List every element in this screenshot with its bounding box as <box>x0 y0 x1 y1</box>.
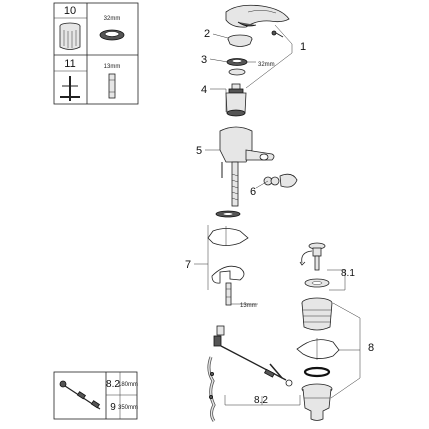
dimension-13mm: 13mm <box>240 303 257 309</box>
legend-part-8-2: 8.2 <box>106 379 120 390</box>
callout-8-1: 8.1 <box>341 268 355 279</box>
handle-screw <box>271 30 284 38</box>
waste-body-threaded <box>301 297 333 331</box>
callout-labels: 1 2 3 32mm 4 5 6 7 13mm 8 8.1 8.2 <box>185 28 374 406</box>
swivel-nozzle <box>263 173 298 188</box>
legend-size-180mm: 180mm <box>118 382 138 388</box>
leader-lines <box>194 24 361 406</box>
ring-32mm-icon <box>99 29 125 41</box>
legend-size-13mm: 13mm <box>104 64 121 70</box>
cartridge-nut <box>226 58 248 76</box>
popup-plug <box>299 242 326 271</box>
callout-4: 4 <box>201 84 207 96</box>
legend-size-350mm: 350mm <box>118 405 138 411</box>
legend-size-32mm: 32mm <box>104 16 121 22</box>
lift-rod-assembly <box>207 325 293 422</box>
callout-6: 6 <box>250 186 256 198</box>
rod-13mm-icon <box>108 73 116 99</box>
fixing-set <box>207 210 258 306</box>
waste-flange <box>304 278 330 288</box>
callout-8: 8 <box>368 342 374 354</box>
pull-rod-icon <box>59 380 101 410</box>
socket-tool-icon <box>59 22 81 50</box>
callout-1: 1 <box>300 41 306 53</box>
waste-gasket <box>296 338 340 360</box>
callout-3: 3 <box>201 54 207 66</box>
legend-top-frame <box>53 2 139 105</box>
handle-cap <box>227 34 253 47</box>
legend-bottom-frame <box>53 371 138 420</box>
handle-lever <box>225 4 290 28</box>
callout-5: 5 <box>196 145 202 157</box>
callout-7: 7 <box>185 259 191 271</box>
legend-part-9: 9 <box>110 402 116 413</box>
t-wrench-icon <box>60 76 80 101</box>
dimension-32mm: 32mm <box>258 62 275 68</box>
cartridge <box>225 83 247 117</box>
callout-2: 2 <box>204 28 210 40</box>
callout-8-2: 8.2 <box>254 395 268 406</box>
o-ring <box>303 366 331 378</box>
mixer-body <box>219 126 275 207</box>
legend-top-left: 10 32mm 11 13mm <box>53 2 139 105</box>
legend-part-11: 11 <box>64 58 75 70</box>
legend-part-10: 10 <box>64 5 76 17</box>
waste-tailpiece <box>301 383 333 421</box>
legend-bottom-left: 8.2 180mm 9 350mm <box>53 371 138 420</box>
